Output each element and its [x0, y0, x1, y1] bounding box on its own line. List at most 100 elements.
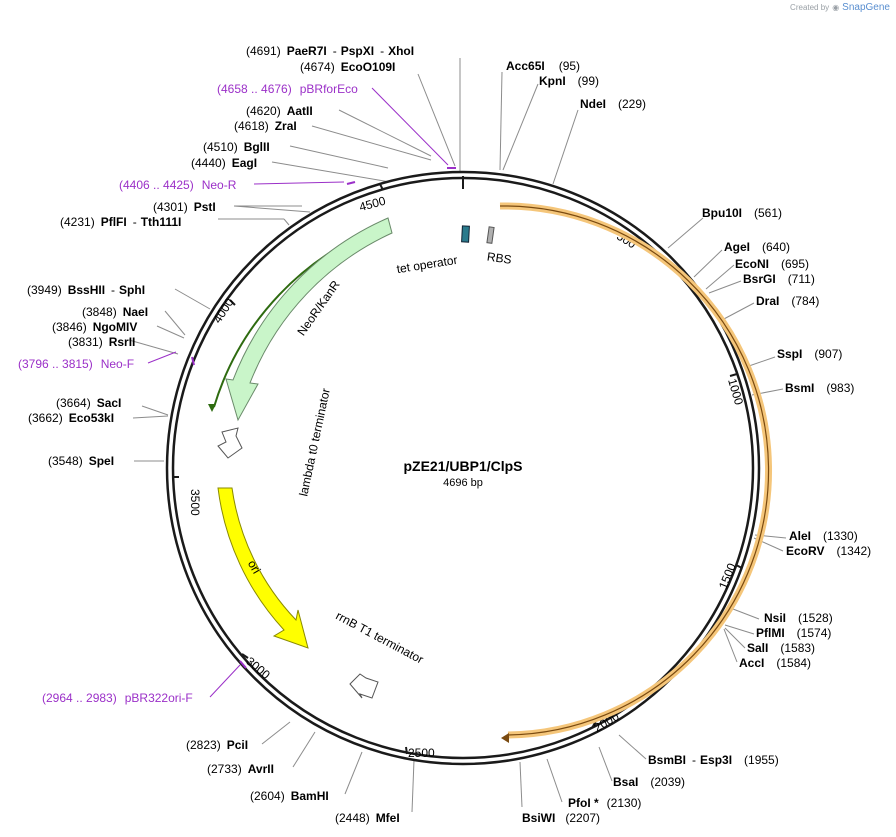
primer-leader-line: [209, 664, 241, 698]
orf-arrowhead: [501, 733, 509, 743]
leader-line: [618, 734, 647, 760]
site-label: DraI(784): [756, 294, 819, 308]
site-label: SspI(907): [777, 347, 842, 361]
leader-line: [708, 280, 742, 294]
plasmid-name: pZE21/UBP1/ClpS: [403, 458, 522, 474]
site-label: (3848)NaeI: [82, 305, 148, 319]
leader-line: [271, 161, 391, 183]
leader-line: [721, 302, 755, 321]
site-label: (3846)NgoMIV: [52, 320, 137, 334]
site-label: (4620)AatII: [246, 104, 313, 118]
leader-line: [417, 73, 456, 167]
site-label: (4674)EcoO109I: [300, 60, 395, 74]
leader-line: [693, 249, 723, 278]
site-label: (3949)BssHII-SphI: [27, 283, 145, 297]
leader-line: [164, 310, 186, 336]
leader-line: [745, 356, 776, 368]
leader-line: [132, 415, 169, 419]
lambda-label: lambda t0 terminator: [296, 387, 333, 498]
site-label: BsmI(983): [785, 381, 854, 395]
leader-line: [174, 288, 211, 310]
site-label: PflMI(1574): [756, 626, 831, 640]
primer-marks: [191, 167, 456, 669]
backbone-outer: [165, 170, 761, 766]
site-label: Acc65I(95): [506, 59, 580, 73]
tick-mark: [405, 746, 408, 755]
tick-mark: [241, 653, 249, 659]
primer-mark: [239, 660, 247, 669]
site-label: EcoNI(695): [735, 257, 809, 271]
tick-label: 1000: [725, 377, 746, 407]
primer-leader-line: [253, 181, 345, 185]
ori-label: ori: [245, 558, 264, 577]
site-label: NsiI(1528): [764, 611, 833, 625]
tet-operator-feature: [461, 225, 470, 243]
created-by-text: Created by: [790, 3, 830, 12]
leader-line: [141, 405, 169, 416]
site-label: Bpu10I(561): [702, 206, 782, 220]
primer-label: (2964 .. 2983)pBR322ori-F: [42, 691, 193, 705]
site-label: (4691)PaeR7I-PspXI-XhoI: [246, 44, 414, 58]
site-label: EcoRV(1342): [786, 544, 871, 558]
leader-line: [292, 731, 316, 768]
site-label: (2733)AvrII: [207, 762, 274, 776]
neo-outer-arrowhead: [208, 404, 216, 412]
tick-label: 2500: [408, 746, 435, 760]
leader-line: [723, 628, 738, 663]
orf-feature-line: [499, 205, 770, 736]
leader-line: [156, 325, 185, 339]
primer-label: (4658 .. 4676)pBRforEco: [217, 82, 358, 96]
leader-line: [724, 624, 755, 635]
primer-label: (3796 .. 3815)Neo-F: [18, 357, 134, 371]
tick-label: 3500: [188, 489, 202, 516]
leader-line: [311, 125, 432, 161]
site-label: (4231)PflFI-Tth111I: [60, 215, 181, 229]
site-label: PfoI *(2130): [568, 796, 641, 810]
plasmid-size: 4696 bp: [443, 477, 483, 489]
leader-line: [289, 145, 389, 169]
leader-line: [732, 608, 760, 620]
site-label: (3548)SpeI: [48, 454, 114, 468]
primer-mark: [346, 181, 356, 185]
leader-line: [667, 217, 704, 249]
leader-line: [598, 746, 613, 782]
tick-mark: [379, 183, 384, 191]
leader-line: [724, 627, 746, 649]
tick-mark: [735, 564, 743, 569]
site-label: BsmBI-Esp3I(1955): [648, 753, 779, 767]
primer-leader-line: [147, 351, 177, 364]
site-label-group-right: Acc65I(95) KpnI(99) NdeI(229) Bpu10I(561…: [506, 59, 871, 825]
site-label: (2823)PciI: [186, 738, 248, 752]
site-label: AccI(1584): [739, 656, 811, 670]
site-label: BsaI(2039): [613, 775, 685, 789]
leader-line: [344, 751, 363, 795]
rrnb-terminator-feature: [349, 673, 379, 699]
snapgene-brand: Created by ◉ SnapGene: [790, 2, 890, 13]
tet-operator-label: tet operator: [396, 253, 459, 276]
leader-line: [411, 759, 415, 813]
primer-label-group: (4658 .. 4676)pBRforEco (4406 .. 4425)Ne…: [18, 82, 358, 705]
snapgene-logo-icon: ◉: [832, 3, 840, 12]
leader-line: [128, 339, 179, 355]
leader-line: [705, 264, 735, 290]
site-label: KpnI(99): [539, 74, 599, 88]
site-label: (2448)MfeI: [335, 811, 400, 825]
leader-line: [502, 83, 539, 171]
site-label: AleI(1330): [789, 529, 858, 543]
site-label: BsrGI(711): [743, 272, 815, 286]
site-label: (2604)BamHI: [250, 789, 329, 803]
leader-line: [546, 758, 563, 803]
tick-label: 4500: [358, 194, 388, 215]
leader-line: [261, 721, 291, 745]
leader-line: [499, 71, 503, 171]
site-label: SalI(1583): [747, 641, 815, 655]
site-label: NdeI(229): [580, 97, 646, 111]
primer-label: (4406 .. 4425)Neo-R: [119, 178, 237, 192]
site-label: (4301)PstI: [153, 200, 216, 214]
leader-line: [338, 109, 432, 157]
primer-leader-line: [371, 87, 449, 166]
rbs-feature: [486, 226, 495, 244]
tick-label: 3000: [243, 654, 273, 682]
leader-line: [552, 109, 579, 185]
